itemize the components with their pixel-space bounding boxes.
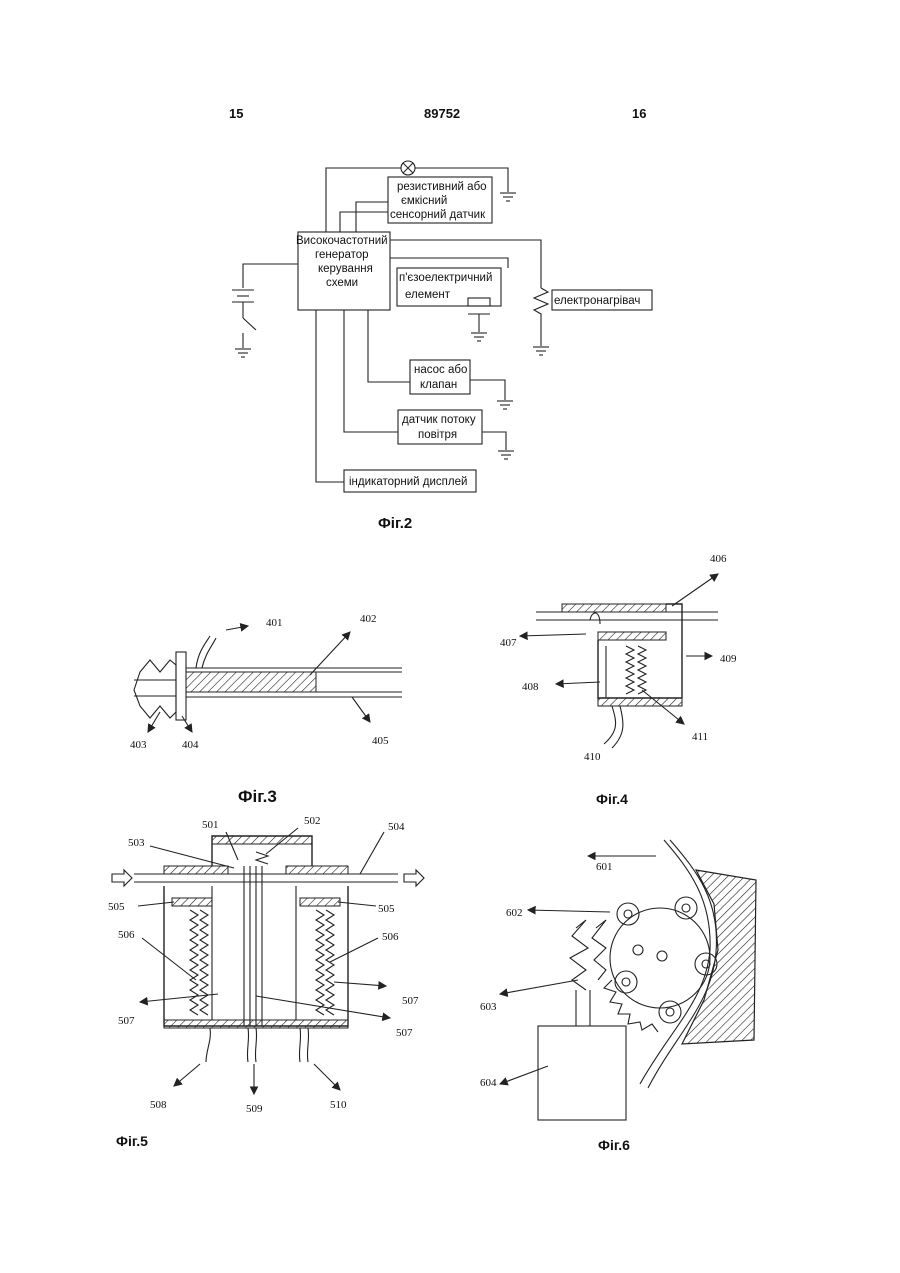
fig6-label-601: 601: [596, 861, 613, 873]
fig4-caption: Фіг.4: [596, 791, 628, 807]
fig5-label-502: 502: [304, 815, 321, 827]
fig3-label-402: 402: [360, 613, 377, 625]
fig5-drawing: 501 502 503 504 505 505 506 506 507 507 …: [108, 815, 424, 1149]
fig5-label-510: 510: [330, 1099, 347, 1111]
fig6-label-604: 604: [480, 1077, 497, 1089]
fig2-circuit-diagram: резистивний або ємкісний сенсорний датчи…: [232, 161, 652, 532]
fig4-label-408: 408: [522, 681, 539, 693]
fig4-drawing: 406 407 408 409 410 411 Фіг.4: [500, 553, 737, 807]
fig5-label-506-left: 506: [118, 929, 135, 941]
heater-resistor-icon: [534, 288, 548, 346]
piezo-label-2: елемент: [405, 289, 451, 301]
sensor-label-3: сенсорний датчик: [390, 209, 486, 221]
fig6-caption: Фіг.6: [598, 1137, 630, 1153]
outlet-arrow-icon: [404, 870, 424, 886]
fig5-label-507-bottom: 507: [396, 1027, 413, 1039]
fig5-label-505-right: 505: [378, 903, 395, 915]
fig4-label-410: 410: [584, 751, 601, 763]
ground-icon: [500, 193, 516, 201]
inlet-arrow-icon: [112, 870, 132, 886]
pump-label-2: клапан: [420, 379, 457, 391]
fig5-label-506-right: 506: [382, 931, 399, 943]
fig3-drawing: 401 402 403 404 405 Фіг.3: [130, 613, 402, 806]
sensor-label-2: ємкісний: [401, 195, 447, 207]
fig5-label-508: 508: [150, 1099, 167, 1111]
fig5-label-503: 503: [128, 837, 145, 849]
fig4-label-409: 409: [720, 653, 737, 665]
fig5-label-504: 504: [388, 821, 405, 833]
fig3-label-401: 401: [266, 617, 283, 629]
fig2-caption: Фіг.2: [378, 515, 412, 532]
display-label: індикаторний дисплей: [349, 476, 467, 488]
fig6-label-602: 602: [506, 907, 523, 919]
airflow-label-2: повітря: [418, 429, 457, 441]
piezo-label-1: п'єзоелектричний: [399, 272, 492, 284]
fig5-label-501: 501: [202, 819, 219, 831]
heater-label: електронагрівач: [554, 295, 640, 307]
fig3-label-405: 405: [372, 735, 389, 747]
fig5-label-507-right: 507: [402, 995, 419, 1007]
pump-label-1: насос або: [414, 364, 467, 376]
airflow-label-1: датчик потоку: [402, 414, 476, 426]
generator-label-3: керування: [318, 263, 373, 275]
fig5-caption: Фіг.5: [116, 1133, 148, 1149]
generator-label-2: генератор: [315, 249, 369, 261]
fig4-label-407: 407: [500, 637, 517, 649]
fig4-label-411: 411: [692, 731, 708, 743]
fig6-drawing: 601 602 603 604 Фіг.6: [480, 840, 756, 1153]
fig4-label-406: 406: [710, 553, 727, 565]
fig3-label-403: 403: [130, 739, 147, 751]
sensor-label-1: резистивний або: [397, 181, 487, 193]
actuator-box: [538, 1026, 626, 1120]
fig3-caption: Фіг.3: [238, 787, 277, 806]
generator-label-1: Високочастотний: [296, 235, 388, 247]
fig5-label-509: 509: [246, 1103, 263, 1115]
fig5-label-507-left: 507: [118, 1015, 135, 1027]
fig5-label-505-left: 505: [108, 901, 125, 913]
generator-label-4: схеми: [326, 277, 358, 289]
fig6-label-603: 603: [480, 1001, 497, 1013]
fig3-label-404: 404: [182, 739, 199, 751]
